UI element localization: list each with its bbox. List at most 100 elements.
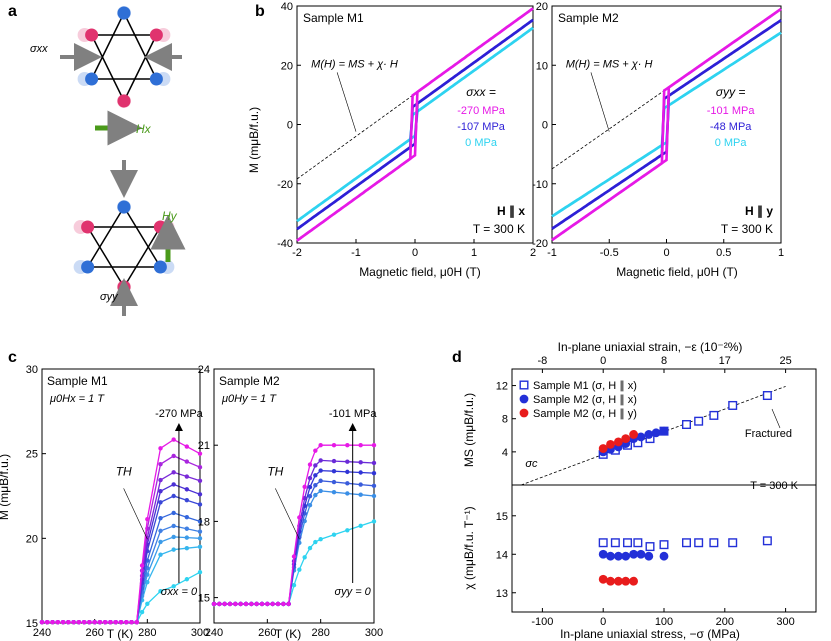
mt-point bbox=[184, 546, 190, 551]
panel-label-a: a bbox=[8, 3, 17, 20]
mt-point bbox=[318, 443, 323, 448]
mt-point bbox=[281, 601, 286, 607]
atom bbox=[85, 28, 99, 42]
mt-point bbox=[197, 502, 203, 507]
mt-point bbox=[313, 539, 318, 545]
sigma-xx-label: σxx bbox=[30, 43, 48, 55]
marker-open-square bbox=[623, 538, 633, 548]
panel-label-c: c bbox=[8, 349, 17, 366]
mt-point bbox=[371, 493, 377, 499]
b1-xlabel: Magnetic field, μ0H (T) bbox=[359, 265, 481, 279]
panel-label-d: d bbox=[452, 349, 462, 366]
mt-point bbox=[124, 619, 129, 625]
marker-filled-circle bbox=[636, 432, 646, 442]
hexagon-bond bbox=[86, 206, 125, 268]
legend-entry: -107 MPa bbox=[457, 121, 506, 133]
top-x-tick-label: 17 bbox=[719, 355, 731, 367]
marker-filled-circle bbox=[659, 426, 669, 436]
mt-point bbox=[345, 528, 350, 533]
zero-stress-label: σxx = 0 bbox=[161, 586, 198, 598]
mt-point bbox=[275, 601, 281, 607]
hexagon-lattice-bottom bbox=[73, 200, 175, 294]
y-tick-label: -40 bbox=[277, 238, 293, 250]
th-pointer bbox=[275, 488, 300, 540]
mt-point bbox=[184, 487, 190, 492]
marker-filled-circle bbox=[606, 576, 615, 586]
hexagon-bond bbox=[86, 226, 125, 288]
legend-entry: -270 MPa bbox=[457, 105, 506, 117]
mt-point bbox=[171, 510, 176, 516]
marker-filled-circle bbox=[598, 574, 608, 584]
x-tick-label: 300 bbox=[776, 616, 794, 628]
mt-point bbox=[66, 619, 71, 625]
stress-arrow-label: -101 MPa bbox=[329, 408, 378, 420]
sigma-yy-label: σyy bbox=[100, 291, 119, 303]
c-ylabel: M (mμB/f.u.) bbox=[0, 454, 11, 520]
zero-stress-label: σyy = 0 bbox=[335, 586, 372, 598]
mt-point bbox=[171, 470, 176, 475]
marker-open-square bbox=[709, 538, 719, 548]
atom bbox=[117, 94, 131, 108]
c1-xlabel: T (K) bbox=[107, 627, 133, 641]
mt-point bbox=[358, 460, 363, 465]
legend-entry: Sample M2 (σ, H ∥ x) bbox=[533, 394, 637, 406]
x-tick-label: 300 bbox=[365, 627, 383, 639]
mt-curve bbox=[42, 483, 201, 623]
marker-filled-circle bbox=[519, 408, 529, 418]
marker-open-square bbox=[694, 538, 704, 548]
mt-point bbox=[371, 460, 377, 466]
x-tick-label: 260 bbox=[85, 627, 103, 639]
mt-point bbox=[302, 484, 307, 489]
mt-point bbox=[270, 601, 275, 607]
mt-point bbox=[307, 484, 313, 490]
mt-point bbox=[302, 496, 307, 501]
mt-point bbox=[184, 474, 190, 479]
x-tick-label: 1 bbox=[778, 247, 784, 259]
atom bbox=[149, 72, 163, 86]
y-tick-label: 0 bbox=[287, 120, 293, 132]
th-label: TH bbox=[267, 465, 283, 479]
marker-open-square bbox=[598, 538, 608, 548]
mt-point bbox=[76, 619, 82, 625]
mt-point bbox=[345, 491, 350, 496]
y-tick-label: 18 bbox=[198, 516, 210, 528]
mt-point bbox=[197, 536, 203, 541]
marker-filled-circle bbox=[644, 430, 654, 439]
mt-point bbox=[197, 492, 203, 497]
mt-point bbox=[171, 547, 176, 552]
mt-curve bbox=[214, 444, 374, 605]
mt-point bbox=[139, 609, 145, 615]
mt-point bbox=[87, 619, 92, 625]
y-tick-label: 15 bbox=[496, 511, 508, 523]
marker-filled-circle bbox=[629, 430, 638, 439]
mt-point bbox=[45, 619, 50, 625]
mt-curve bbox=[42, 471, 201, 623]
mt-point bbox=[129, 619, 134, 625]
th-label: TH bbox=[116, 465, 132, 479]
mt-point bbox=[171, 534, 176, 540]
field-label: μ0Hx = 1 T bbox=[49, 393, 105, 405]
x-tick-label: 280 bbox=[311, 627, 329, 639]
mt-point bbox=[371, 519, 377, 524]
mt-point bbox=[197, 478, 203, 483]
x-tick-label: -1 bbox=[547, 247, 557, 259]
formula-dashed-line bbox=[551, 88, 667, 170]
mt-point bbox=[158, 528, 163, 534]
y-tick-label: 30 bbox=[26, 364, 38, 376]
legend-title: σyy = bbox=[716, 85, 746, 99]
y-tick-label: 21 bbox=[198, 440, 210, 452]
atom bbox=[117, 280, 131, 294]
y-tick-label: 25 bbox=[26, 449, 38, 461]
x-tick-label: 260 bbox=[258, 627, 276, 639]
marker-filled-circle bbox=[621, 576, 631, 586]
mt-point bbox=[249, 601, 254, 607]
mt-curve bbox=[42, 525, 201, 623]
temperature-label: T = 300 K bbox=[721, 222, 773, 236]
mt-point bbox=[139, 563, 145, 568]
mt-point bbox=[211, 601, 217, 607]
mt-point bbox=[103, 619, 108, 625]
marker-open-square bbox=[762, 536, 772, 546]
mt-point bbox=[331, 532, 337, 537]
